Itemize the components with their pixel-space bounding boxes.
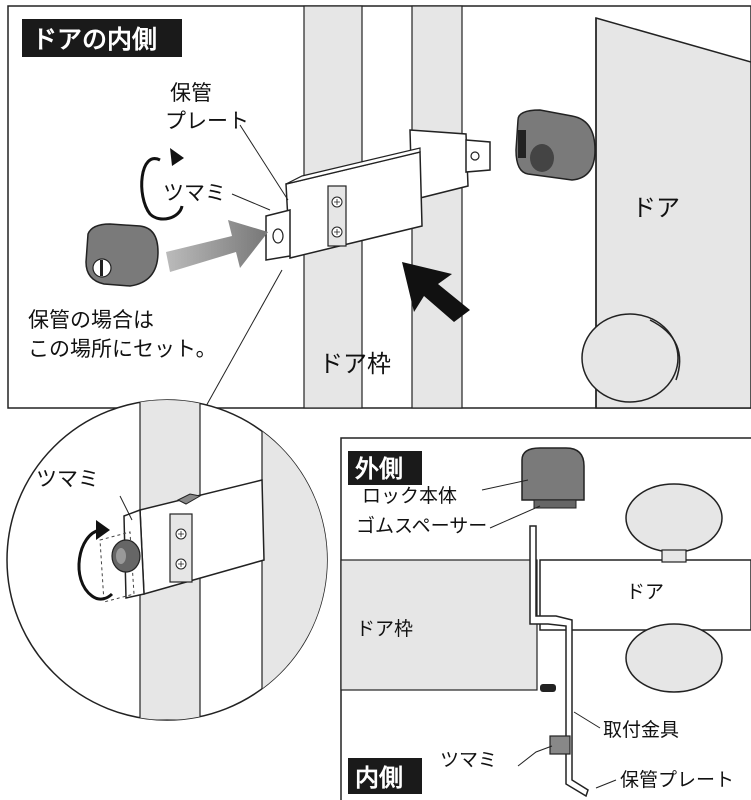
label-lock: ロック本体 (362, 485, 457, 507)
label-plate-2: プレート (165, 109, 249, 133)
tag-outer (348, 451, 422, 485)
label-plate-section: 保管プレート (620, 769, 734, 791)
lock-knob (85, 223, 159, 287)
section-lock (521, 447, 585, 501)
tag-door-inside-text: ドアの内側 (32, 25, 157, 54)
label-door-section: ドア (626, 581, 664, 603)
label-bracket: 取付金具 (603, 719, 679, 741)
label-frame-top: ドア枠 (319, 350, 391, 378)
tag-outer-text: 外側 (355, 455, 403, 483)
label-door-top: ドア (632, 194, 680, 222)
label-knob-zoom: ツマミ (36, 467, 99, 491)
zoom-rotate-arrow-icon (77, 528, 114, 601)
section-frame (340, 559, 538, 691)
tag-inner-text: 内側 (355, 764, 403, 792)
insert-arrow (166, 220, 268, 272)
rotate-arrow-icon (140, 157, 184, 221)
zoom-detail: ツマミ (6, 399, 328, 721)
label-spacer: ゴムスペーサー (356, 515, 487, 537)
label-plate-1: 保管 (170, 81, 212, 105)
label-store-1: 保管の場合は (28, 308, 154, 332)
label-knob-section: ツマミ (440, 749, 497, 771)
section-knob-inner (625, 623, 723, 693)
lock-body (515, 109, 596, 181)
label-frame-section: ドア枠 (356, 618, 413, 640)
mount-bracket (265, 129, 491, 261)
tag-door-inside (22, 19, 182, 57)
top-panel: 保管 プレート ツマミ 保管の場合は この場所にセット。 ドア ドア枠 ドアの内… (7, 5, 751, 409)
section-spacer (533, 499, 577, 509)
press-arrow (402, 262, 470, 322)
label-store-2: この場所にセット。 (28, 337, 217, 361)
tag-inner (348, 758, 422, 794)
section-panel: ロック本体 ゴムスペーサー ドア ドア枠 取付金具 ツマミ 保管プレート 外側 … (340, 437, 751, 800)
section-bracket (529, 525, 589, 798)
section-knob-outer (625, 483, 723, 553)
label-knob-top: ツマミ (163, 181, 226, 205)
section-knob (549, 735, 571, 755)
door-knob (581, 313, 679, 403)
